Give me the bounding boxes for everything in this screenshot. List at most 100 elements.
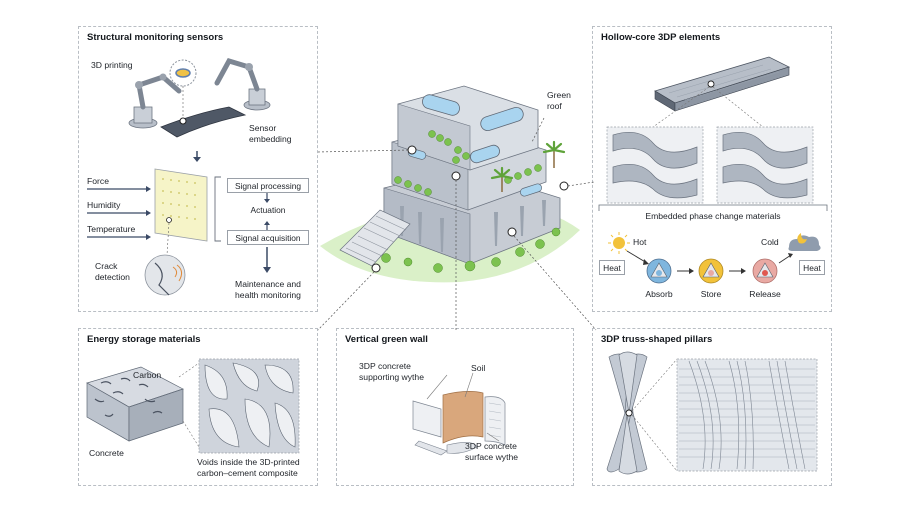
panel-title: Energy storage materials [87, 334, 201, 345]
crack-zoom-circle [144, 254, 186, 296]
base-tray-left [414, 440, 448, 456]
label-surface-2: surface wythe [465, 452, 519, 462]
label-surface-1: 3DP concrete [465, 441, 517, 451]
label-maintenance: Maintenance and [235, 279, 301, 289]
label-health-monitoring: health monitoring [235, 290, 301, 300]
green-wall-illustration [412, 372, 506, 456]
truss-pillar-illustration [606, 351, 818, 475]
pcm-capsule-store [698, 258, 724, 284]
staircase [339, 209, 411, 267]
panel-title: Vertical green wall [345, 334, 428, 345]
slab-marker [707, 80, 715, 88]
heat-box-right: Heat [799, 260, 825, 275]
structural-monitoring-panel: Structural monitoring sensors [78, 26, 318, 312]
green-ground-glow [320, 199, 580, 283]
pillar-marker [625, 409, 633, 417]
label-release: Release [749, 289, 781, 299]
heat-box-left: Heat [599, 260, 625, 275]
label-hot: Hot [633, 237, 647, 247]
palm-tree-left [490, 166, 514, 192]
label-absorb: Absorb [645, 289, 673, 299]
leader-green-roof [531, 117, 545, 143]
window-base [519, 183, 543, 197]
label-composite: carbon–cement composite [197, 468, 298, 478]
window-middle [470, 144, 500, 164]
label-supporting-2: supporting wythe [359, 372, 424, 382]
sheet-sensor-dot [166, 217, 172, 223]
window-upper-right [480, 106, 524, 132]
leader-sensors [317, 149, 409, 153]
sun-icon [613, 237, 625, 249]
label-3d-printing: 3D printing [91, 60, 133, 70]
down-arrow-1-head [193, 157, 201, 162]
energy-storage-panel: Energy storage materials Carbon Concrete… [78, 328, 318, 486]
pcm-capsule-release [752, 258, 778, 284]
robot-joint-left-2 [159, 73, 167, 81]
label-soil: Soil [471, 363, 486, 373]
label-crack: Crack [95, 261, 118, 271]
pillar-layer-zoom [676, 358, 818, 472]
window-top [422, 94, 460, 116]
panel-title: Hollow-core 3DP elements [601, 32, 721, 43]
label-cold: Cold [761, 237, 779, 247]
cloud-icon [788, 235, 821, 251]
marker-hollow-core [559, 181, 569, 191]
pcm-capsule-absorb [646, 258, 672, 284]
green-wall-panel: Vertical green wall 3DP concrete support… [336, 328, 574, 486]
printing-robot-illustration [87, 58, 271, 296]
moon-icon [797, 233, 807, 244]
label-roof: roof [547, 101, 562, 111]
label-voids: Voids inside the 3D-printed [197, 457, 300, 467]
hollow-core-panel: Hollow-core 3DP elements [592, 26, 832, 312]
label-embedding: embedding [249, 134, 292, 144]
leader-hollow [567, 181, 595, 187]
label-humidity: Humidity [87, 200, 121, 210]
pcm-bracket [598, 204, 828, 211]
truss-pillars-panel: 3DP truss-shaped pillars [592, 328, 832, 486]
label-sensor: Sensor [249, 123, 277, 133]
composite-block-side [128, 388, 184, 442]
crack-leader [166, 222, 170, 256]
label-supporting-1: 3DP concrete [359, 361, 411, 371]
building-base [383, 167, 561, 265]
soil-layer [442, 391, 484, 444]
base-tray-right [446, 442, 478, 454]
leader-pillars [513, 235, 597, 331]
signal-bracket [214, 176, 221, 242]
truss-pillar [606, 351, 648, 475]
sensor-sheet [154, 168, 208, 242]
printed-element [160, 106, 247, 138]
label-carbon: Carbon [133, 370, 162, 380]
hollow-core-illustration [598, 56, 828, 284]
label-store: Store [700, 289, 722, 299]
robot-arm-left [136, 74, 182, 110]
window-middle-left [407, 148, 427, 160]
sensor-dot [179, 117, 187, 125]
label-temperature: Temperature [87, 224, 136, 234]
crack-signal [172, 264, 183, 282]
signal-acquisition-box: Signal acquisition [227, 230, 309, 245]
signal-processing-box: Signal processing [227, 178, 309, 193]
surface-wythe [484, 396, 506, 446]
carbon-cement-illustration [86, 358, 300, 454]
panel-title: 3DP truss-shaped pillars [601, 334, 713, 345]
robot-joint-left [135, 81, 143, 89]
actuation-box: Actuation [239, 203, 297, 218]
sensor-chip [175, 68, 191, 78]
panel-title: Structural monitoring sensors [87, 32, 224, 43]
leader-energy [317, 271, 375, 331]
marker-pillars [507, 227, 517, 237]
supporting-wythe [412, 400, 442, 438]
palm-tree-right [542, 140, 566, 168]
label-detection: detection [95, 272, 130, 282]
label-green: Green [547, 90, 571, 100]
marker-green-wall [451, 171, 461, 181]
crack-line [154, 262, 170, 296]
label-embedded-pcm: Embedded phase change materials [645, 211, 781, 221]
label-force: Force [87, 176, 109, 186]
marker-sensors [407, 145, 417, 155]
label-concrete: Concrete [89, 448, 124, 458]
building-upper [397, 85, 539, 171]
marker-energy [371, 263, 381, 273]
robot-joint-right [245, 63, 253, 71]
